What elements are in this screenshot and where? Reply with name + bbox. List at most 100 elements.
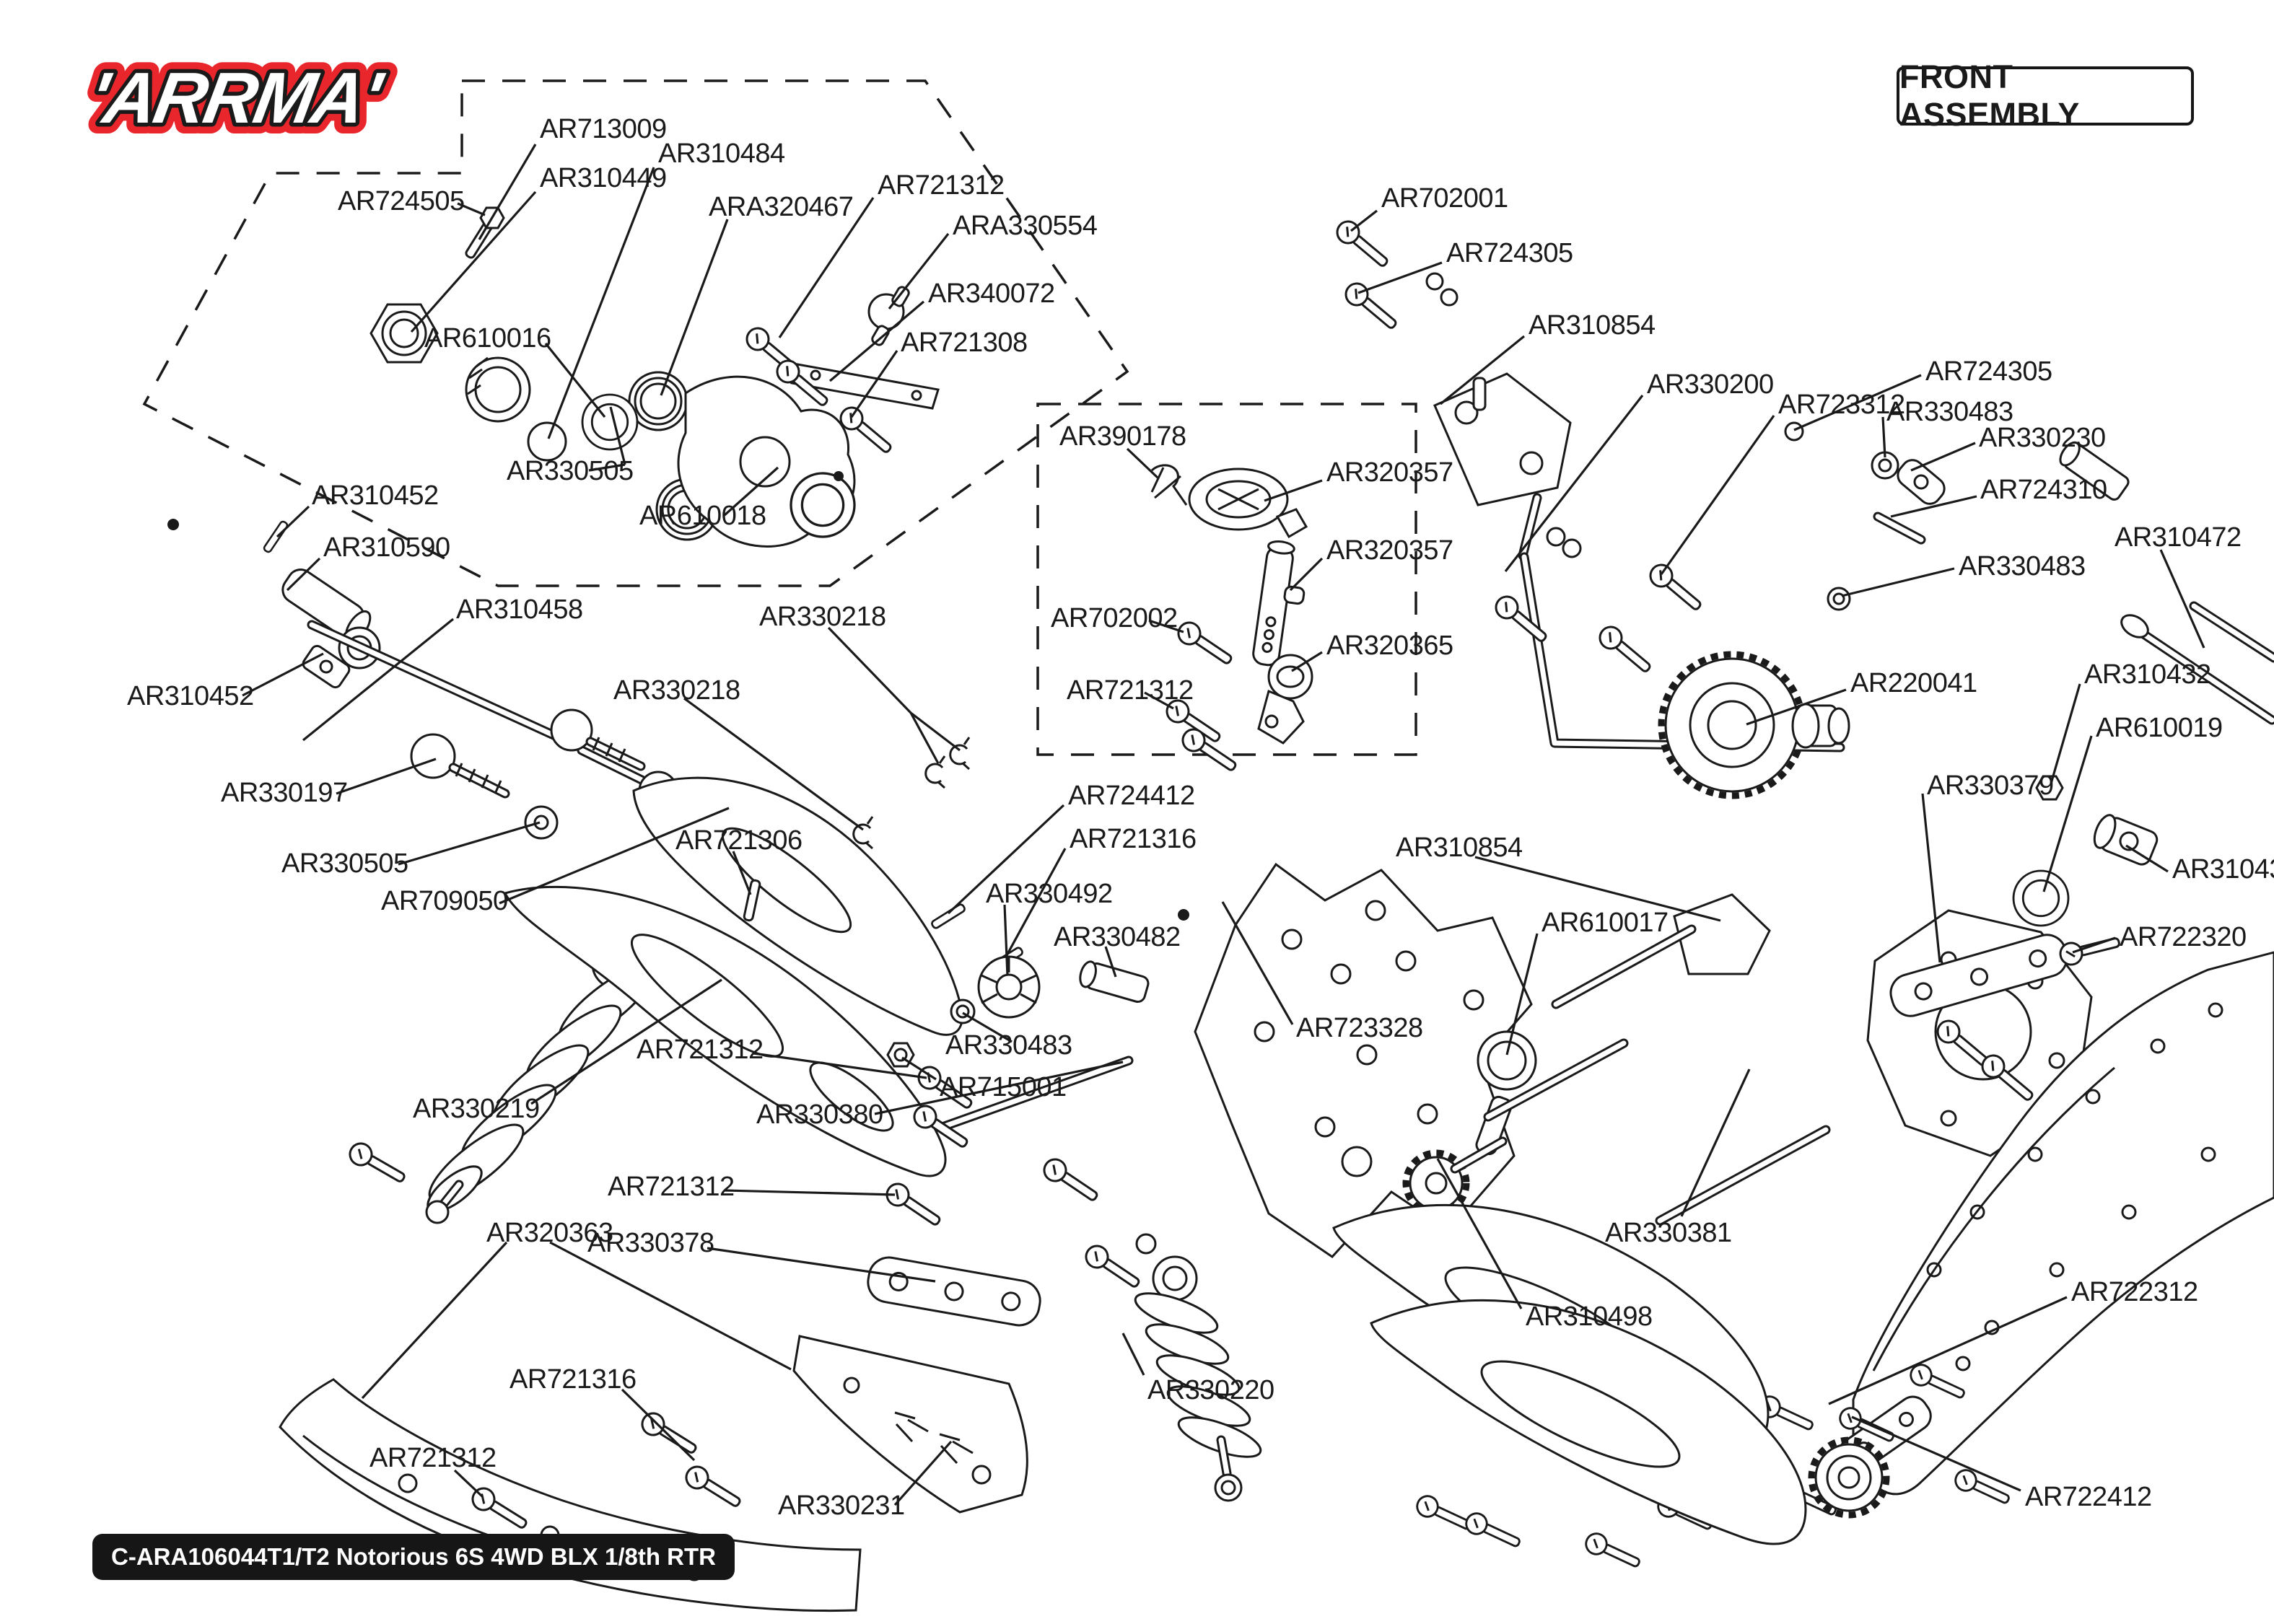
part-label: AR722320 [2120,922,2247,952]
leader-line [609,406,626,465]
leader-line [2072,936,2116,954]
chassis-plate-drawing [1412,951,2274,1574]
leader-line [1003,904,1009,976]
part-label: AR310458 [456,594,583,625]
leader-line [732,851,752,895]
leader-line [361,1241,508,1400]
part-label: AR310498 [1526,1302,1653,1332]
leader-line [660,219,729,396]
leader-line [1121,1333,1145,1376]
part-label: AR330483 [1886,397,2013,427]
leader-line [336,758,437,795]
part-label: AR390178 [1059,421,1186,452]
leader-line [1474,856,1721,922]
model-badge: C-ARA106044T1/T2 Notorious 6S 4WD BLX 1/… [92,1534,735,1580]
part-label: AR610018 [639,501,766,531]
leader-line [1148,619,1184,633]
leader-line [909,712,940,764]
leader-line [1005,848,1067,957]
part-label: AR310449 [540,163,667,193]
part-label: AR721312 [1067,675,1194,706]
part-label: AR320363 [486,1218,613,1248]
part-label: AR610019 [2096,713,2223,743]
lower-arms-hub-drawing [938,1203,1890,1545]
leader-line [850,350,898,418]
leader-line [286,557,321,592]
upper-links-drawing [1784,421,2274,725]
part-label: AR721316 [510,1364,637,1395]
part-label: AR330483 [945,1030,1072,1061]
part-label: AR330230 [1979,423,2106,453]
leader-line [2159,549,2205,649]
leader-line [242,652,324,697]
leader-line [707,1247,936,1283]
leader-line [753,1052,927,1079]
part-label: AR724305 [1925,356,2052,387]
part-label: AR310452 [312,480,439,511]
part-label: AR220041 [1850,668,1977,698]
hub-carrier-cluster-drawing [369,206,940,548]
leader-line [621,1388,696,1462]
part-label: AR715001 [940,1072,1067,1102]
leader-line [723,466,779,517]
part-label: AR330505 [507,456,634,486]
part-label: AR723328 [1296,1013,1423,1043]
leader-line [588,463,626,472]
leader-line [453,1469,484,1498]
part-label: AR722412 [2025,1482,2152,1512]
part-label: AR721306 [675,825,803,856]
part-label: AR330231 [778,1491,905,1521]
leader-line [874,1061,1124,1115]
part-label: AR310484 [658,139,785,169]
leader-line [901,1056,937,1081]
leader-line [1221,901,1294,1025]
part-label: AR724305 [1446,238,1573,268]
part-label: AR330380 [756,1100,883,1130]
leader-line [910,711,961,752]
leader-line [457,202,486,216]
leader-line [1746,688,1847,726]
part-label: AR330483 [1959,551,2086,581]
part-label: AR330200 [1647,369,1774,400]
leader-line [302,618,455,742]
part-label: AR724412 [1068,781,1195,811]
leader-line [1289,557,1324,592]
leader-line [724,1189,896,1196]
part-label: AR310854 [1529,310,1656,341]
leader-line [2050,683,2081,784]
part-label: AR709050 [381,886,508,916]
leader-line [549,1241,792,1371]
leader-line [1921,793,1941,963]
part-label: AR310432 [2172,854,2274,885]
leader-line [1144,691,1174,710]
page-title: FRONT ASSEMBLY [1897,58,2194,133]
part-label: AR724505 [338,186,465,216]
page-title-text: FRONT ASSEMBLY [1899,58,2080,133]
leader-line [1126,447,1159,479]
part-label: AR320357 [1326,535,1453,566]
part-label: AR721312 [369,1443,497,1473]
part-label: AR330482 [1054,922,1181,952]
leader-line [1350,209,1378,232]
leader-line [2042,735,2093,892]
part-label: AR724310 [1980,475,2107,505]
leader-line [893,1440,953,1506]
part-label: AR330381 [1605,1218,1732,1248]
part-label: AR610016 [424,323,551,354]
leader-line [1504,395,1644,572]
leader-line [478,144,537,240]
logo-text: 'ARRMA' [83,58,389,139]
leader-line [1828,1296,2068,1405]
part-label: AR330505 [281,848,408,879]
part-label: ARA320467 [709,192,854,222]
model-badge-text: C-ARA106044T1/T2 Notorious 6S 4WD BLX 1/… [111,1543,716,1570]
part-label: AR721316 [1070,824,1197,854]
diff-gearbox-drawing [1402,651,2159,1226]
leader-line [1505,933,1539,1055]
part-label: AR330197 [221,778,348,808]
part-label: AR330378 [587,1228,714,1258]
part-label: AR340072 [928,278,1055,309]
